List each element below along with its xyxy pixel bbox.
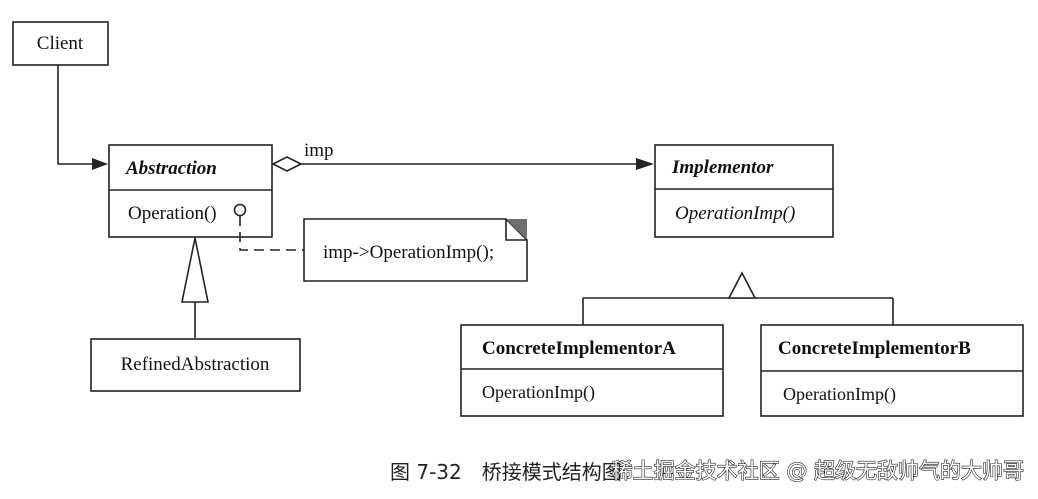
implementor-method: OperationImp() [675,203,795,224]
watermark-text: 稀土掘金技术社区 @ 超级无敌帅气的大帅哥 [612,459,1024,483]
code-note: imp->OperationImp(); [303,218,528,282]
concrete-a-method: OperationImp() [482,382,595,403]
client-label: Client [37,33,84,54]
abstraction-class: Abstraction Operation() [108,144,273,238]
imp-arrowhead [636,158,654,170]
aggregation-diamond [271,156,303,172]
client-to-abstraction-line [57,65,104,165]
concrete-b-name: ConcreteImplementorB [778,338,971,359]
figure-caption: 图 7-32 桥接模式结构图 [390,460,622,484]
client-arrowhead [92,158,108,170]
concrete-implementor-a-class: ConcreteImplementorA OperationImp() [460,324,724,417]
note-anchor-circle [233,203,247,217]
abstraction-method: Operation() [128,203,217,224]
note-connector-dashed [239,216,304,251]
association-label: imp [304,140,334,161]
concrete-b-method: OperationImp() [783,384,896,405]
implementor-name: Implementor [671,157,774,178]
client-class: Client [12,21,109,66]
implementor-inheritance-triangle [727,271,757,299]
refined-inheritance-triangle [181,237,209,303]
concrete-implementor-b-class: ConcreteImplementorB OperationImp() [760,324,1024,417]
refined-abstraction-class: RefinedAbstraction [90,338,301,392]
note-text: imp->OperationImp(); [323,242,494,263]
concrete-a-name: ConcreteImplementorA [482,338,676,359]
implementor-class: Implementor OperationImp() [654,144,834,238]
abstraction-name: Abstraction [125,158,217,179]
refined-name: RefinedAbstraction [121,354,270,375]
